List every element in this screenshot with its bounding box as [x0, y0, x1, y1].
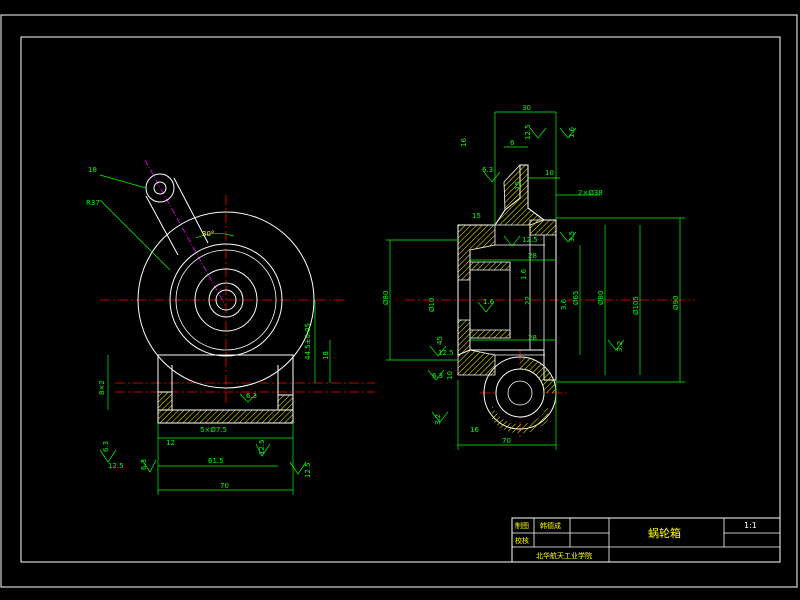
r-dim-d80: Ø80 — [597, 291, 605, 305]
r-dim-15-b: 15 — [514, 181, 522, 190]
r-dim-12-5-b: 12.5 — [522, 236, 538, 244]
dim-18: 18 — [88, 166, 97, 174]
r-dim-15: 15 — [472, 212, 481, 220]
r-dim-10-c: 10 — [446, 371, 454, 380]
dim-61-5: 61.5 — [208, 457, 224, 465]
tb-label-drawn: 制图 — [515, 521, 529, 530]
r-dim-1-6: 1.6 — [568, 126, 576, 138]
base-side-hatch — [277, 394, 294, 411]
r-dim-3-2-b: 3.2 — [434, 414, 442, 425]
section-inner-edges — [469, 225, 545, 380]
leader-18 — [99, 174, 147, 189]
r-dim-3-2: 3.2 — [616, 341, 624, 352]
r-roughness-7 — [427, 369, 445, 381]
dim-r37: R37 — [86, 199, 100, 207]
roughness-6-3-b: 6.3 — [102, 441, 110, 452]
r-roughness-9 — [607, 339, 625, 351]
r-dim-6-3-c: 6.3 — [432, 372, 443, 380]
r-dim-12-5-c: 12.5 — [438, 349, 454, 357]
r-dim-3-6: 3.6 — [560, 298, 568, 310]
tb-scale: 1:1 — [744, 521, 757, 530]
lower-boss-hole — [507, 380, 533, 406]
r-roughness-5 — [559, 231, 577, 243]
hatch-inner-rib-bottom — [469, 329, 511, 339]
leader-r37 — [99, 199, 171, 271]
dim-6-3-body: 6.3 — [246, 392, 257, 400]
dim-8x2: 8×2 — [98, 380, 106, 395]
r-dim-6-3: 6.3 — [482, 166, 493, 174]
r-dim-10: 10 — [545, 169, 554, 177]
title-block: 制图 校核 韩德成 蜗轮箱 1:1 北华航天工业学院 — [511, 517, 781, 563]
dim-5x7-5: 5×Ø7.5 — [200, 426, 227, 434]
body-middle-circle — [169, 243, 283, 357]
r-roughness-1 — [529, 127, 547, 139]
angle-arc-30 — [195, 233, 235, 239]
r-roughness-8 — [431, 411, 449, 423]
r-roughness-2 — [559, 127, 577, 139]
roughness-symbol-2 — [141, 459, 157, 473]
tb-school: 北华航天工业学院 — [536, 551, 592, 560]
lower-boss-hatch-2 — [520, 357, 556, 393]
body-inner-circle — [194, 268, 258, 332]
tb-name-drawn: 韩德成 — [540, 521, 561, 530]
r-roughness-4 — [503, 235, 521, 247]
r-dim-12-5: 12.5 — [524, 124, 532, 140]
r-dim-2x38: 2×Ø38 — [578, 189, 603, 197]
base-left-hatch — [157, 391, 173, 411]
bore-inner-circle — [215, 289, 237, 311]
dim-44-5: 44.5±0.05 — [304, 323, 312, 360]
title-block-frame — [511, 517, 781, 563]
r-roughness-3 — [483, 171, 501, 183]
r-dim-d10: Ø10 — [428, 298, 436, 312]
arm-centerline — [144, 159, 226, 306]
bore-circle — [208, 282, 244, 318]
r-dim-d105: Ø105 — [632, 296, 640, 315]
lower-boss-inner — [495, 368, 545, 418]
r-dim-70: 70 — [502, 437, 511, 445]
drawing-frame — [20, 36, 781, 563]
tb-label-checked: 校核 — [515, 536, 529, 545]
tb-part-name: 蜗轮箱 — [648, 526, 681, 540]
right-view: 30 6 12.5 1.6 10 16 6.3 2×Ø38 15 12.5 3.… — [382, 104, 695, 450]
left-view: 18 R37 30° 6.3 44.5±0.05 18 8×2 12 5×Ø7.… — [86, 159, 375, 495]
r-dim-22: 22 — [524, 296, 532, 305]
r-dim-28-b: 28 — [528, 334, 537, 342]
dim-18-vert: 18 — [322, 351, 330, 360]
r-dim-30: 30 — [522, 104, 531, 112]
hatch-inner-rib-top — [469, 261, 511, 271]
r-roughness-6 — [429, 345, 447, 357]
r-dim-1-6-b: 1.6 — [520, 268, 528, 280]
roughness-symbol-5 — [239, 393, 257, 403]
roughness-12-5-c: 12.5 — [304, 462, 312, 478]
hatch-right-top — [529, 219, 557, 236]
r-dim-16: 16 — [460, 138, 468, 147]
roughness-12-5-a: 12.5 — [108, 462, 124, 470]
r-roughness-10 — [477, 301, 495, 313]
body-outer-circle — [137, 211, 315, 389]
r-dim-28: 28 — [528, 252, 537, 260]
roughness-symbol-3 — [255, 443, 271, 457]
r-dim-3-5: 3.5 — [568, 231, 576, 242]
arm-boss-hole — [153, 181, 167, 195]
roughness-12-5-b: 12.5 — [258, 439, 266, 455]
r-dim-1-6-c: 1.6 — [483, 298, 495, 306]
r-dim-16-b: 16 — [470, 426, 479, 434]
base-hatched-section — [157, 409, 294, 424]
dim-70: 70 — [220, 482, 229, 490]
roughness-6-3-a: 6.3 — [140, 459, 148, 470]
arm-edges — [145, 177, 209, 256]
r-dim-6: 6 — [510, 139, 515, 147]
sheet-border — [0, 14, 798, 588]
r-dim-d84: Ø80 — [382, 291, 390, 305]
r-dim-45: 45 — [436, 336, 444, 345]
roughness-symbol-4 — [289, 461, 307, 475]
body-middle-circle-2 — [175, 249, 277, 351]
dim-12: 12 — [166, 439, 175, 447]
lower-boss-hatch — [492, 405, 548, 434]
dim-angle-30: 30° — [202, 230, 214, 238]
r-dim-d65: Ø65 — [572, 291, 580, 305]
roughness-symbol-1 — [99, 449, 117, 463]
r-dim-d90: Ø90 — [672, 296, 680, 310]
